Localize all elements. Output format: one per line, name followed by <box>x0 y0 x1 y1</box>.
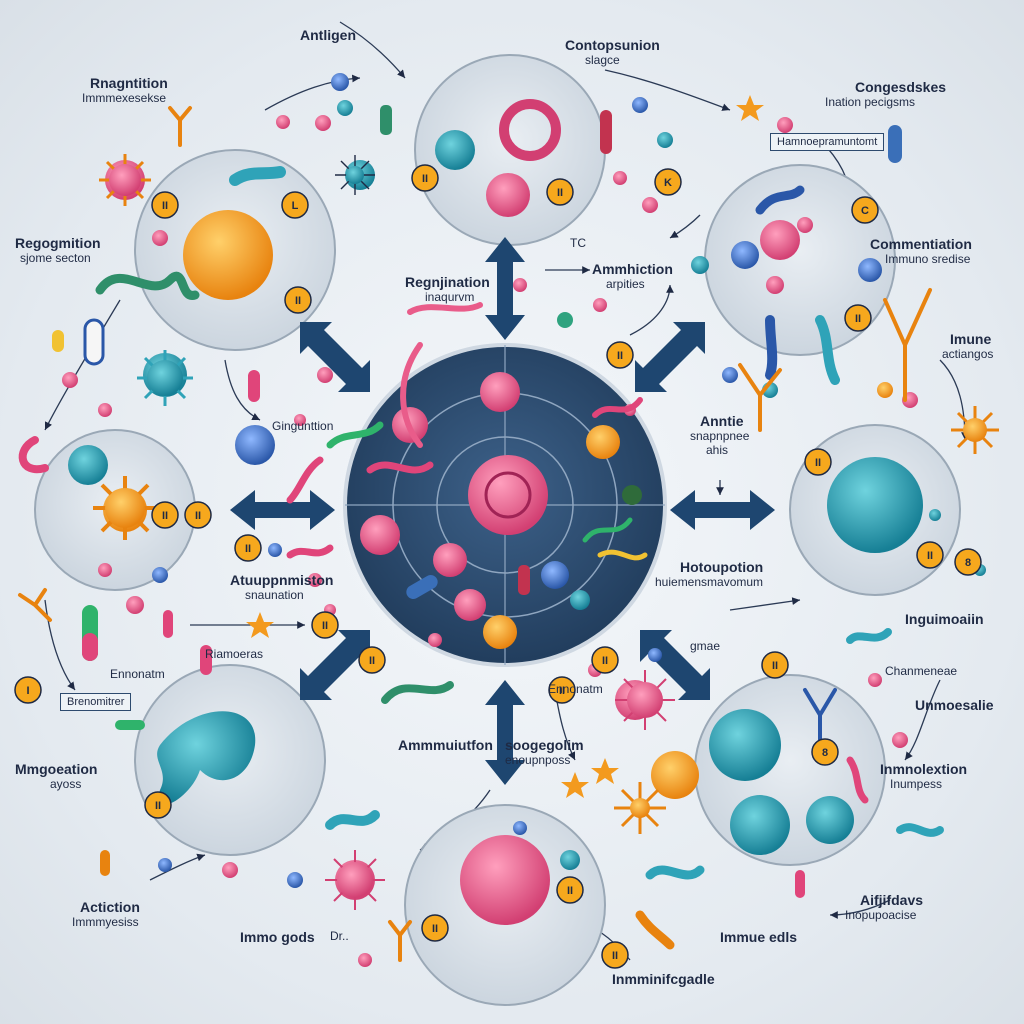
label-mmgoeation-sub: ayoss <box>50 777 82 791</box>
svg-text:II: II <box>617 350 623 362</box>
label-hotoupotion-sub: huiemensmavomum <box>655 575 764 589</box>
svg-text:L: L <box>292 200 299 212</box>
label-rnagntition: Rnagntition <box>90 75 168 91</box>
label-regogmition: Regogmition <box>15 235 101 251</box>
label-ammhiction: Ammhiction <box>592 261 673 277</box>
svg-text:II: II <box>432 923 438 935</box>
label-soogegolim: soogegolim <box>505 737 584 753</box>
label-hotoupotion-sub2: gmae <box>690 639 721 653</box>
label-regnjination: Regnjination <box>405 274 490 290</box>
svg-text:II: II <box>815 457 821 469</box>
filaments <box>18 166 944 950</box>
marker-badges <box>14 164 982 969</box>
star-markers <box>246 95 764 798</box>
label-imnmifcgadle: Inmminifcgadle <box>612 971 715 987</box>
svg-text:II: II <box>557 187 563 199</box>
label-regogmition-sub: sjome secton <box>20 251 91 265</box>
svg-text:II: II <box>422 173 428 185</box>
label-unmoesalie: Unmoesalie <box>915 697 994 713</box>
svg-text:II: II <box>369 655 375 667</box>
label-chanmeneae: Chanmeneae <box>885 664 958 678</box>
label-compentiation: Commentiation <box>870 236 972 252</box>
label-riamoeras: Riamoeras <box>205 647 264 661</box>
svg-text:II: II <box>162 200 168 212</box>
capsules <box>52 105 902 898</box>
svg-text:II: II <box>559 685 565 697</box>
label-actiction-sub: Immmyesiss <box>72 915 139 929</box>
label-hamnoepramuntomt: Hamnoepramuntomt <box>770 133 885 151</box>
label-inmnolextion-sub: Inumpess <box>890 777 943 791</box>
label-ammmuiutfon: Ammmuiutfon <box>398 737 493 753</box>
label-aifjifdavs: Aifjifdavs <box>860 892 924 908</box>
label-congesdskes: Congesdskes <box>855 79 947 95</box>
label-contopsunion: Contopsunion <box>565 37 660 53</box>
label-atuuppnmiston-sub: snaunation <box>245 588 304 602</box>
svg-text:II: II <box>195 510 201 522</box>
label-rnagntition-sub: Immmexesekse <box>82 91 167 105</box>
antibodies <box>18 106 932 962</box>
svg-text:II: II <box>155 800 161 812</box>
label-atuuppnmiston: Atuuppnmiston <box>230 572 334 588</box>
svg-text:II: II <box>162 510 168 522</box>
central-disc <box>343 342 667 667</box>
label-ammhiction-sub: arpities <box>606 277 645 291</box>
label-mmgoeation: Mmgoeation <box>15 761 98 777</box>
label-anntie-sub2: ahis <box>706 443 729 457</box>
svg-text:II: II <box>772 660 778 672</box>
label-immue-edls: Immue edls <box>720 929 798 945</box>
label-inguimoaiin: Inguimoaiin <box>905 611 984 627</box>
svg-text:II: II <box>612 950 618 962</box>
label-gingunttion: Gingunttion <box>272 419 334 433</box>
label-dr: Dr.. <box>330 929 349 943</box>
svg-text:K: K <box>664 177 672 189</box>
label-ennonatm: Ennonatm <box>110 667 165 681</box>
svg-text:8: 8 <box>965 557 971 569</box>
svg-text:II: II <box>295 295 301 307</box>
label-inmnolextion: Inmnolextion <box>880 761 968 777</box>
label-hotoupotion: Hotoupotion <box>680 559 764 575</box>
label-immune-actiangos-sub: actiangos <box>942 347 994 361</box>
svg-text:C: C <box>861 205 869 217</box>
svg-text:II: II <box>567 885 573 897</box>
label-congesdskes-sub: Ination pecigsms <box>825 95 916 109</box>
label-anntie-sub: snapnpnee <box>690 429 750 443</box>
label-immune-actiangos: Imune <box>950 331 992 347</box>
label-soogegolim-sub: enoupnposs <box>505 753 571 767</box>
label-compentiation-sub: Immuno sredise <box>885 252 971 266</box>
svg-text:8: 8 <box>822 747 828 759</box>
svg-text:I: I <box>26 685 29 697</box>
main-arrows <box>230 237 775 785</box>
label-tc: TC <box>570 236 586 250</box>
svg-text:II: II <box>927 550 933 562</box>
svg-text:II: II <box>602 655 608 667</box>
label-ennonatm-2: Ennonatm <box>548 682 603 696</box>
label-immo-gods: Immo gods <box>240 929 315 945</box>
label-contopsunion-sub: slagce <box>585 53 620 67</box>
svg-text:II: II <box>322 620 328 632</box>
label-actiction: Actiction <box>80 899 140 915</box>
svg-text:II: II <box>855 313 861 325</box>
label-anntie: Anntie <box>700 413 744 429</box>
label-antigen: Antligen <box>300 27 356 43</box>
label-regnjination-sub: inaqurvm <box>425 290 475 304</box>
label-aifjifdavs-sub: Inopupoacise <box>845 908 917 922</box>
spiky-cells <box>93 154 999 910</box>
label-brenomitrer: Brenomitrer <box>60 693 132 711</box>
svg-text:II: II <box>245 543 251 555</box>
